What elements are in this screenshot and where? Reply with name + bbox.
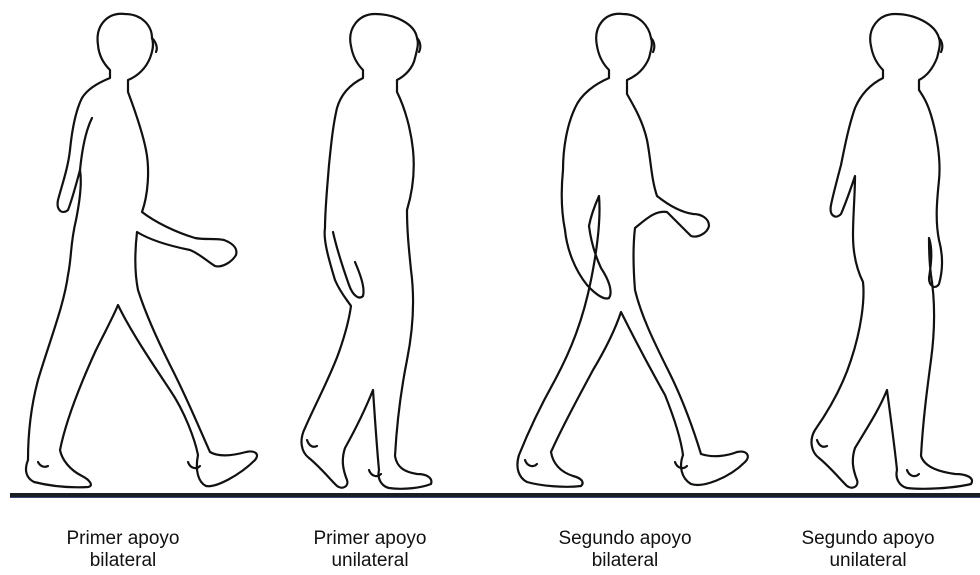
phase-label-1: Primer apoyo bilateral: [13, 528, 233, 572]
walking-figure-4: [795, 0, 980, 500]
walking-figure-1: [10, 0, 260, 500]
walking-figure-3: [505, 0, 760, 500]
phase-label-3: Segundo apoyo bilateral: [515, 528, 735, 572]
phase-label-2: Primer apoyo unilateral: [260, 528, 480, 572]
phase-label-3-line1: Segundo apoyo: [515, 528, 735, 550]
phase-label-2-line2: unilateral: [260, 550, 480, 572]
phase-label-4-line2: unilateral: [758, 550, 978, 572]
phase-label-4: Segundo apoyo unilateral: [758, 528, 978, 572]
phase-label-1-line1: Primer apoyo: [13, 528, 233, 550]
phase-label-1-line2: bilateral: [13, 550, 233, 572]
phase-label-4-line1: Segundo apoyo: [758, 528, 978, 550]
phase-label-3-line2: bilateral: [515, 550, 735, 572]
walking-figure-2: [285, 0, 455, 500]
ground-line: [10, 493, 980, 498]
phase-label-2-line1: Primer apoyo: [260, 528, 480, 550]
